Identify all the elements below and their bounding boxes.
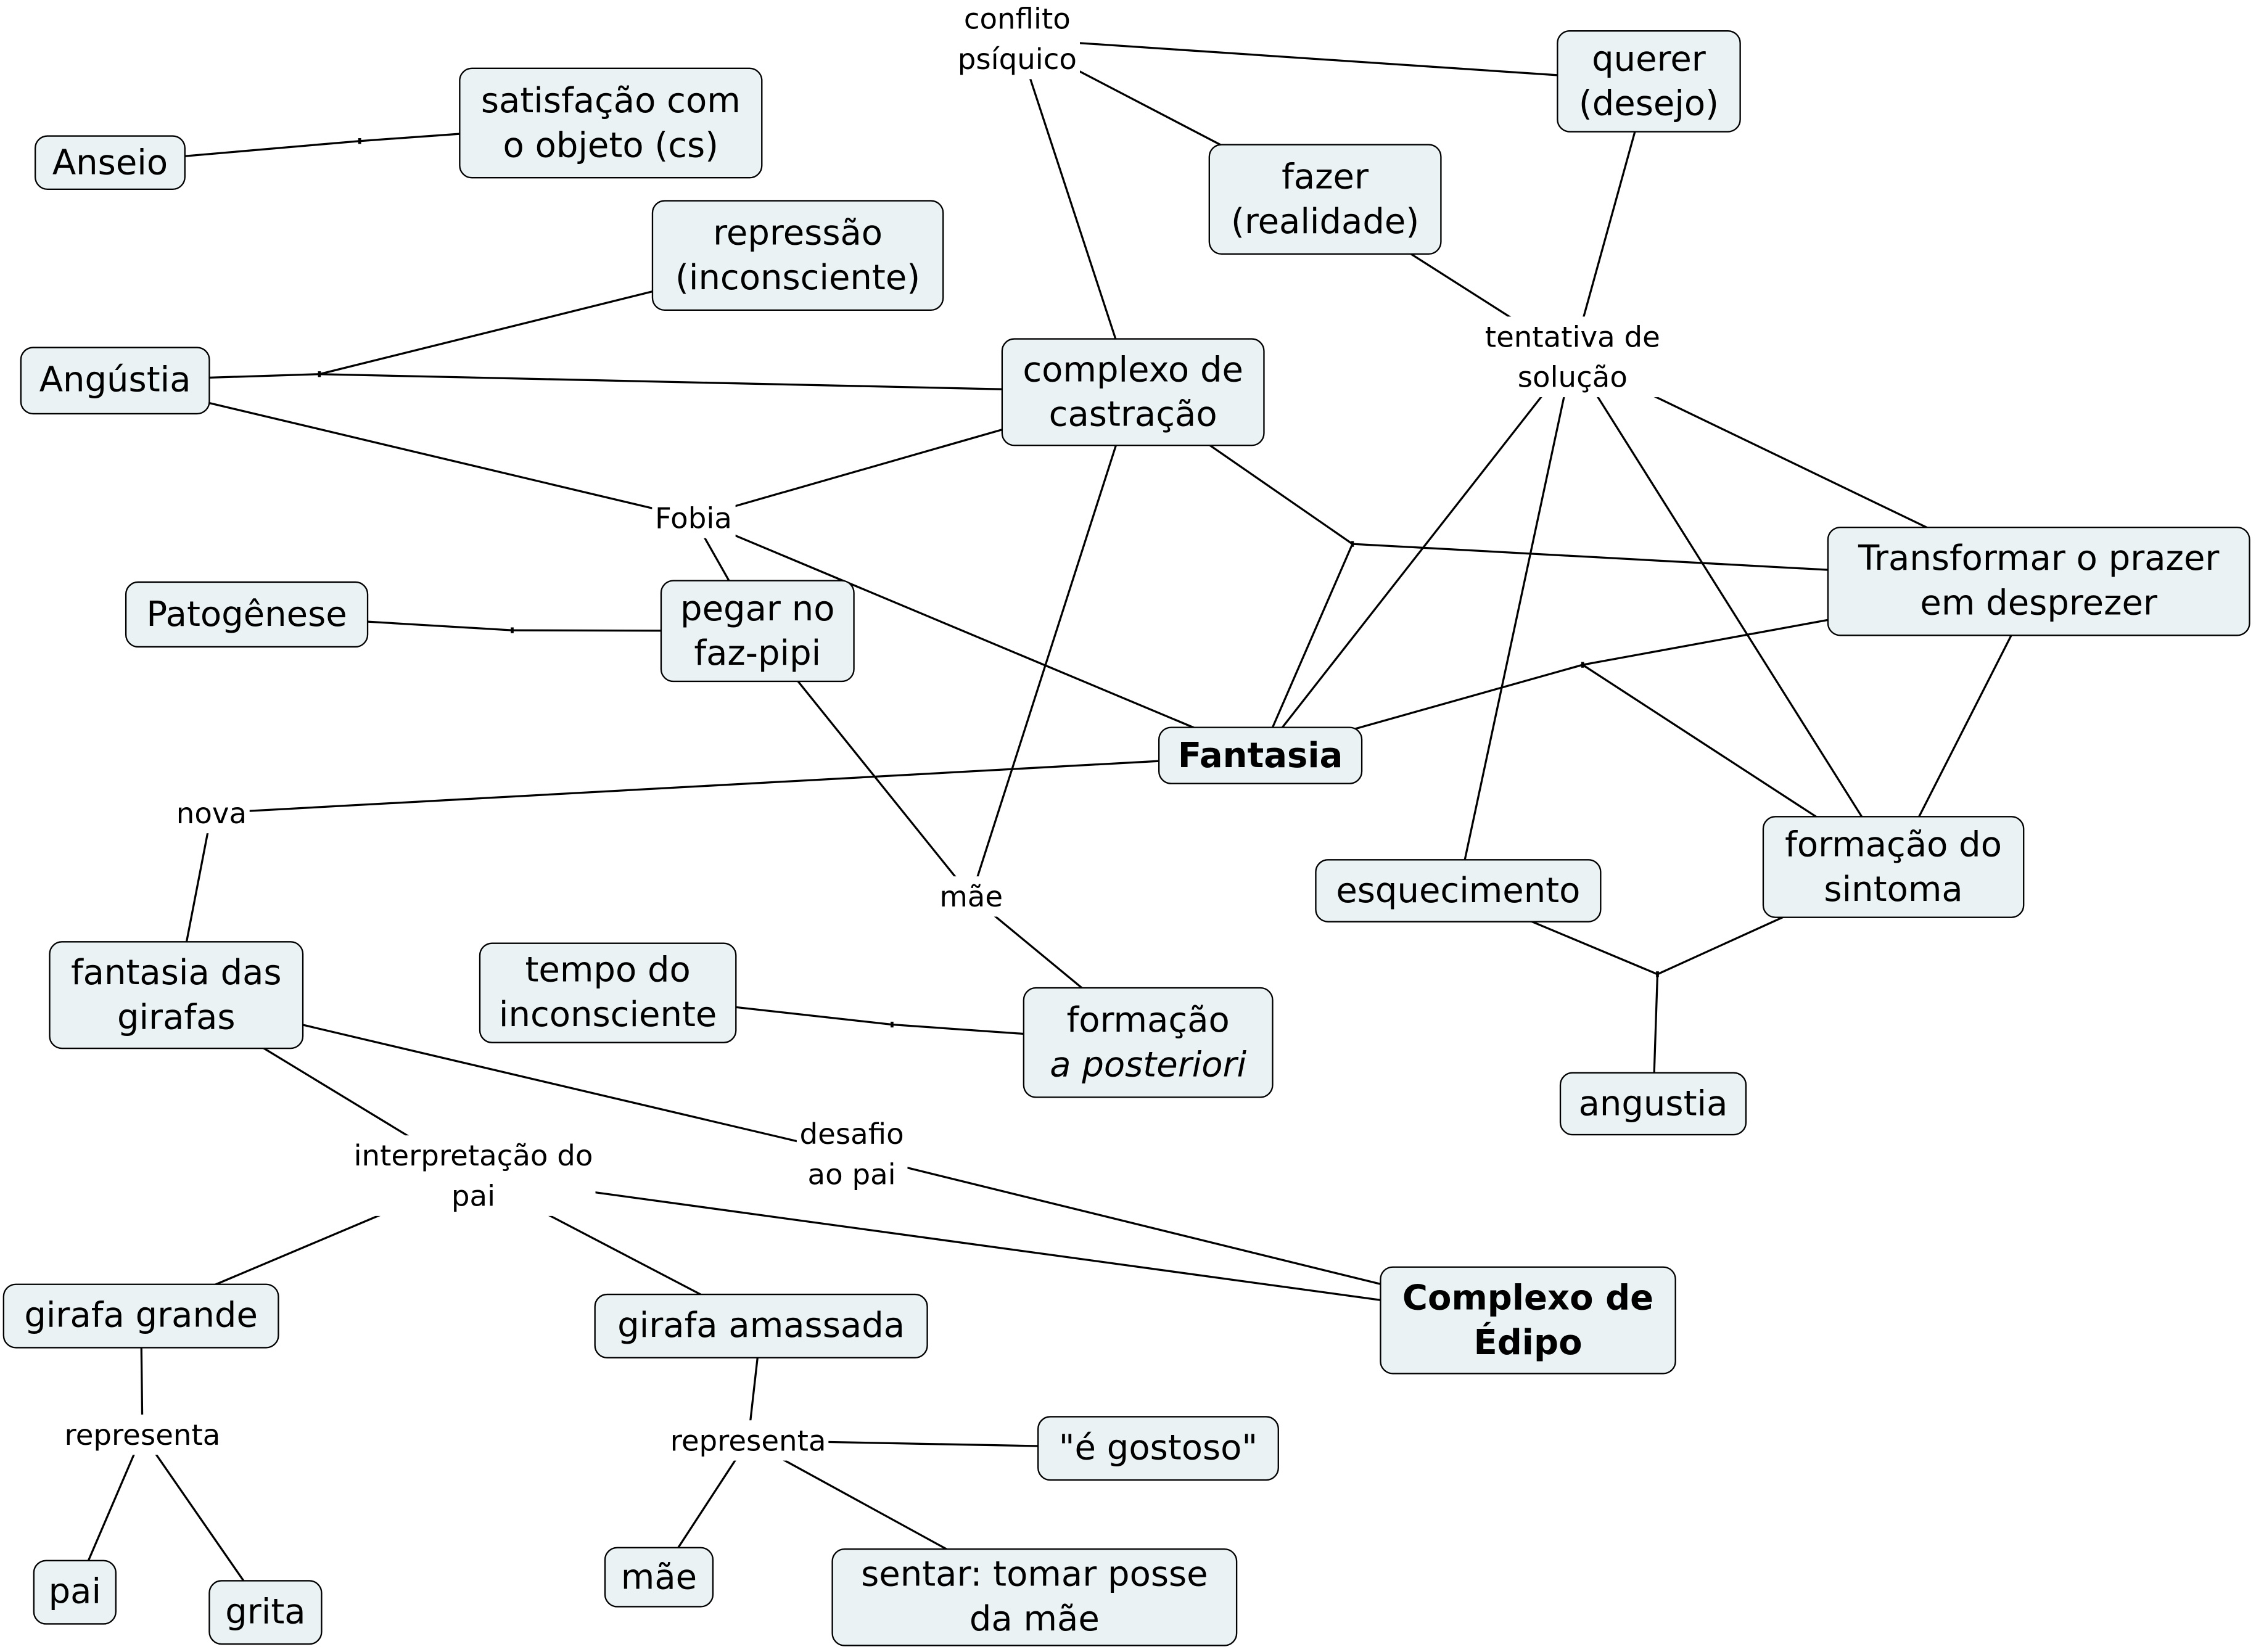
concept-grita[interactable]: grita xyxy=(208,1580,323,1645)
connection-line xyxy=(1457,356,1574,891)
concept-fantasia[interactable]: Fantasia xyxy=(1158,726,1363,784)
concept-girafa-grande[interactable]: girafa grande xyxy=(2,1283,279,1349)
concept-complexo-edipo[interactable]: Complexo de Édipo xyxy=(1380,1266,1676,1375)
connection-line xyxy=(1259,543,1354,756)
concept-formacao-line: formação xyxy=(1066,999,1230,1040)
concept-mae[interactable]: mãe xyxy=(604,1547,714,1608)
connection-line xyxy=(1017,38,1649,83)
connection-line xyxy=(211,754,1261,815)
concept-fazer-realidade[interactable]: fazer (realidade) xyxy=(1208,144,1442,255)
link-representa-right[interactable]: representa xyxy=(667,1420,830,1461)
concept-complexo-castracao[interactable]: complexo de castração xyxy=(1001,338,1265,446)
concept-a-posteriori-line: a posteriori xyxy=(1050,1044,1247,1085)
junction-dot xyxy=(511,627,514,633)
concept-girafa-amassada[interactable]: girafa amassada xyxy=(594,1293,928,1358)
junction-dot xyxy=(891,1021,894,1028)
concept-anseio[interactable]: Anseio xyxy=(34,135,186,191)
link-fobia[interactable]: Fobia xyxy=(652,498,735,538)
link-desafio-pai[interactable]: desafio ao pai xyxy=(796,1114,907,1194)
concept-querer-desejo[interactable]: querer (desejo) xyxy=(1557,30,1741,133)
connection-line xyxy=(970,392,1134,897)
concept-pegar-faz-pipi[interactable]: pegar no faz-pipi xyxy=(660,580,855,683)
concept-satisfacao-objeto[interactable]: satisfação com o objeto (cs) xyxy=(459,67,763,179)
link-conflito-psiquico[interactable]: conflito psíquico xyxy=(955,0,1080,80)
link-nova[interactable]: nova xyxy=(173,792,250,834)
junction-dot xyxy=(358,138,361,144)
link-interpretacao-pai[interactable]: interpretação do pai xyxy=(350,1135,596,1216)
link-tentativa-solucao[interactable]: tentativa de solução xyxy=(1482,316,1663,398)
concept-angustia[interactable]: Angústia xyxy=(20,347,210,415)
junction-dot xyxy=(1581,662,1584,668)
junction-dot xyxy=(1351,541,1354,547)
concept-fantasia-girafas[interactable]: fantasia das girafas xyxy=(49,941,304,1050)
concept-sentar-tomar-posse[interactable]: sentar: tomar posse da mãe xyxy=(831,1548,1238,1646)
concept-pai[interactable]: pai xyxy=(33,1560,117,1625)
concept-formacao-a-posteriori[interactable]: formação a posteriori xyxy=(1023,987,1274,1098)
concept-angustia-lower[interactable]: angustia xyxy=(1559,1072,1747,1136)
concept-patogenese[interactable]: Patogênese xyxy=(125,581,369,648)
connection-line xyxy=(319,373,1134,393)
junction-dot xyxy=(1656,971,1659,977)
concept-transformar-prazer[interactable]: Transformar o prazer em desprezer xyxy=(1827,527,2250,636)
concept-esquecimento[interactable]: esquecimento xyxy=(1315,859,1602,923)
connection-line xyxy=(115,379,694,519)
concept-tempo-inconsciente[interactable]: tempo do inconsciente xyxy=(479,942,737,1043)
connection-line xyxy=(1016,38,1134,393)
connection-line xyxy=(693,517,1261,757)
junction-dot xyxy=(318,371,321,377)
connection-line xyxy=(1571,356,1895,868)
concept-e-gostoso[interactable]: "é gostoso" xyxy=(1037,1416,1279,1481)
connection-line xyxy=(473,1174,1528,1321)
concept-formacao-sintoma[interactable]: formação do sintoma xyxy=(1762,816,2025,918)
link-representa-left[interactable]: representa xyxy=(61,1414,224,1455)
connection-line xyxy=(1259,356,1574,757)
concept-repressao[interactable]: repressão (inconsciente) xyxy=(651,200,944,311)
link-mae[interactable]: mãe xyxy=(936,876,1006,917)
